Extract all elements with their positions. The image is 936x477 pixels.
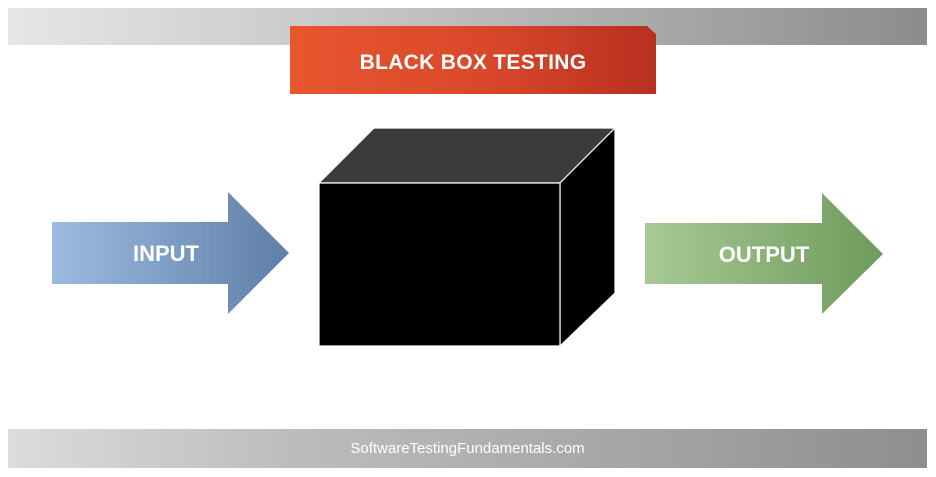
page-title: BLACK BOX TESTING — [359, 51, 587, 74]
footer-text: SoftwareTestingFundamentals.com — [350, 440, 585, 457]
black-box — [318, 127, 616, 347]
title-banner: BLACK BOX TESTING — [290, 26, 656, 94]
input-arrow: INPUT — [52, 192, 289, 314]
output-arrow-shape — [645, 193, 883, 314]
input-label: INPUT — [133, 241, 200, 266]
output-label: OUTPUT — [719, 242, 810, 267]
footer-band: SoftwareTestingFundamentals.com — [8, 429, 927, 468]
output-arrow: OUTPUT — [645, 193, 883, 314]
box-front-face — [318, 182, 561, 347]
input-arrow-shape — [52, 192, 289, 314]
